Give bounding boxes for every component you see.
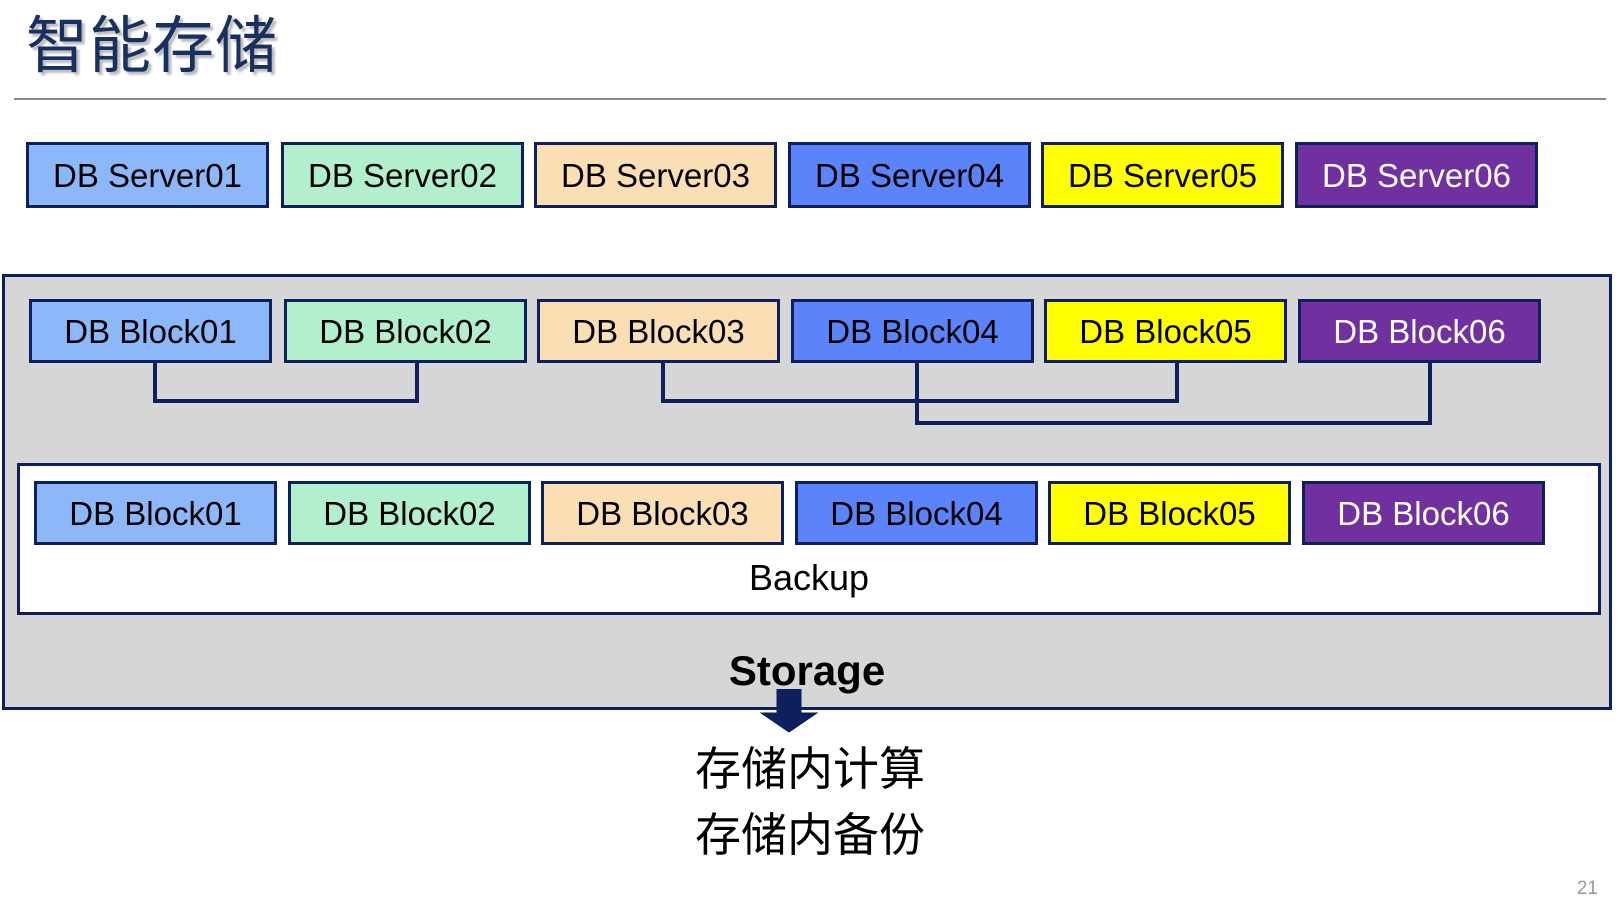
connector-segment-3 <box>153 399 419 403</box>
db-block-backup-box-label: DB Block03 <box>576 494 749 532</box>
db-server-box-label: DB Server01 <box>53 156 242 194</box>
backup-box: DB Block01 DB Block02 DB Block03 DB Block04… <box>17 463 1601 615</box>
db-block-backup-box-1[interactable]: DB Block01 <box>34 481 277 545</box>
db-block-backup-box-6[interactable]: DB Block06 <box>1302 481 1545 545</box>
db-block-box-6[interactable]: DB Block06 <box>1298 299 1541 363</box>
db-block-backup-box-label: DB Block06 <box>1337 494 1510 532</box>
db-server-box-1[interactable]: DB Server01 <box>26 142 269 208</box>
db-block-backup-box-label: DB Block04 <box>830 494 1003 532</box>
db-block-box-label: DB Block05 <box>1079 312 1252 350</box>
db-block-box-label: DB Block01 <box>64 312 237 350</box>
storage-label: Storage <box>728 647 886 694</box>
db-block-box-2[interactable]: DB Block02 <box>284 299 527 363</box>
db-server-box-2[interactable]: DB Server02 <box>281 142 524 208</box>
db-block-backup-box-2[interactable]: DB Block02 <box>288 481 531 545</box>
db-block-backup-box-label: DB Block01 <box>69 494 242 532</box>
caption-line-2: 存储内备份 <box>695 809 925 861</box>
connector-segment-1 <box>153 363 157 403</box>
db-server-box-label: DB Server06 <box>1322 156 1511 194</box>
db-block-backup-box-4[interactable]: DB Block04 <box>795 481 1038 545</box>
db-block-box-label: DB Block02 <box>319 312 492 350</box>
caption-block: 存储内计算存储内备份 <box>0 736 1620 868</box>
db-block-backup-box-5[interactable]: DB Block05 <box>1048 481 1291 545</box>
connector-segment-9 <box>915 421 1432 425</box>
connector-segment-5 <box>1175 363 1179 403</box>
db-block-backup-box-label: DB Block02 <box>323 494 496 532</box>
db-block-box-label: DB Block06 <box>1333 312 1506 350</box>
db-block-box-1[interactable]: DB Block01 <box>29 299 272 363</box>
title-divider <box>14 98 1606 100</box>
db-server-box-5[interactable]: DB Server05 <box>1041 142 1284 208</box>
db-block-box-5[interactable]: DB Block05 <box>1044 299 1287 363</box>
connector-segment-7 <box>915 363 919 425</box>
connector-segment-6 <box>661 399 1179 403</box>
page-title: 智能存储 <box>26 12 279 81</box>
db-block-box-label: DB Block04 <box>826 312 999 350</box>
db-server-box-label: DB Server05 <box>1068 156 1257 194</box>
page-number: 21 <box>1576 878 1598 899</box>
db-server-box-label: DB Server04 <box>815 156 1004 194</box>
db-server-box-4[interactable]: DB Server04 <box>788 142 1031 208</box>
down-arrow-icon <box>760 689 818 733</box>
connector-segment-2 <box>415 363 419 403</box>
storage-panel: DB Block01 DB Block02 DB Block03 DB Block04… <box>2 274 1612 733</box>
connector-segment-8 <box>1428 363 1432 425</box>
db-block-box-label: DB Block03 <box>572 312 745 350</box>
db-server-box-label: DB Server02 <box>308 156 497 194</box>
db-server-box-label: DB Server03 <box>561 156 750 194</box>
db-block-box-3[interactable]: DB Block03 <box>537 299 780 363</box>
connector-segment-4 <box>661 363 665 403</box>
backup-label: Backup <box>748 557 870 598</box>
db-block-box-4[interactable]: DB Block04 <box>791 299 1034 363</box>
db-block-backup-box-3[interactable]: DB Block03 <box>541 481 784 545</box>
caption-line-1: 存储内计算 <box>695 743 925 795</box>
db-server-box-6[interactable]: DB Server06 <box>1295 142 1538 208</box>
db-server-box-3[interactable]: DB Server03 <box>534 142 777 208</box>
db-block-backup-box-label: DB Block05 <box>1083 494 1256 532</box>
